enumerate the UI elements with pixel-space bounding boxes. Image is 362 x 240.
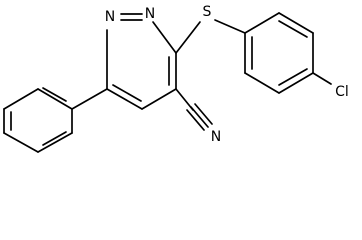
phenyl-bond-1-inner xyxy=(42,87,67,102)
phenyl-bond-4 xyxy=(3,132,39,153)
bond-c5-c6 xyxy=(106,88,143,110)
atom-label-n-nitrile: N xyxy=(211,129,221,145)
cl-phenyl-bond-2 xyxy=(244,72,280,94)
pyridazine-ring xyxy=(106,13,177,110)
phenyl-ring xyxy=(3,87,108,153)
bond-triple-1 xyxy=(190,106,209,128)
atom-labels: N N S N Cl xyxy=(105,4,349,145)
phenyl-bond-5-inner xyxy=(42,131,67,146)
bond-triple-3 xyxy=(186,109,205,131)
atom-label-cl: Cl xyxy=(335,84,349,100)
chlorophenyl-ring xyxy=(244,12,332,94)
bond-c6-phenyl xyxy=(71,88,108,110)
cl-phenyl-bond-3-inner xyxy=(278,68,308,86)
thioether-link xyxy=(175,19,246,54)
cl-phenyl-bond-5-inner xyxy=(278,20,308,38)
bond-s-aryl xyxy=(214,19,246,34)
bond-n2-c3 xyxy=(152,21,177,54)
cl-phenyl-bond-5 xyxy=(278,12,314,34)
bond-c3-s xyxy=(175,21,201,54)
bond-triple-2 xyxy=(194,103,213,125)
cl-phenyl-bond-3 xyxy=(278,72,314,94)
bond-c5-c6-inner xyxy=(112,84,142,102)
bond-aryl-cl xyxy=(312,72,332,85)
atom-label-n2: N xyxy=(145,6,155,22)
nitrile-group xyxy=(175,88,213,131)
bond-c4-c5 xyxy=(141,88,177,110)
phenyl-bond-2 xyxy=(3,88,39,110)
bond-c4-cn xyxy=(175,88,194,111)
phenyl-bond-1 xyxy=(37,88,73,110)
atom-label-s: S xyxy=(203,4,212,20)
phenyl-bond-5 xyxy=(37,132,73,153)
cl-phenyl-bond-6 xyxy=(244,12,280,34)
atom-label-n1: N xyxy=(105,9,115,25)
chemical-structure-diagram: N N S N Cl xyxy=(3,4,349,153)
